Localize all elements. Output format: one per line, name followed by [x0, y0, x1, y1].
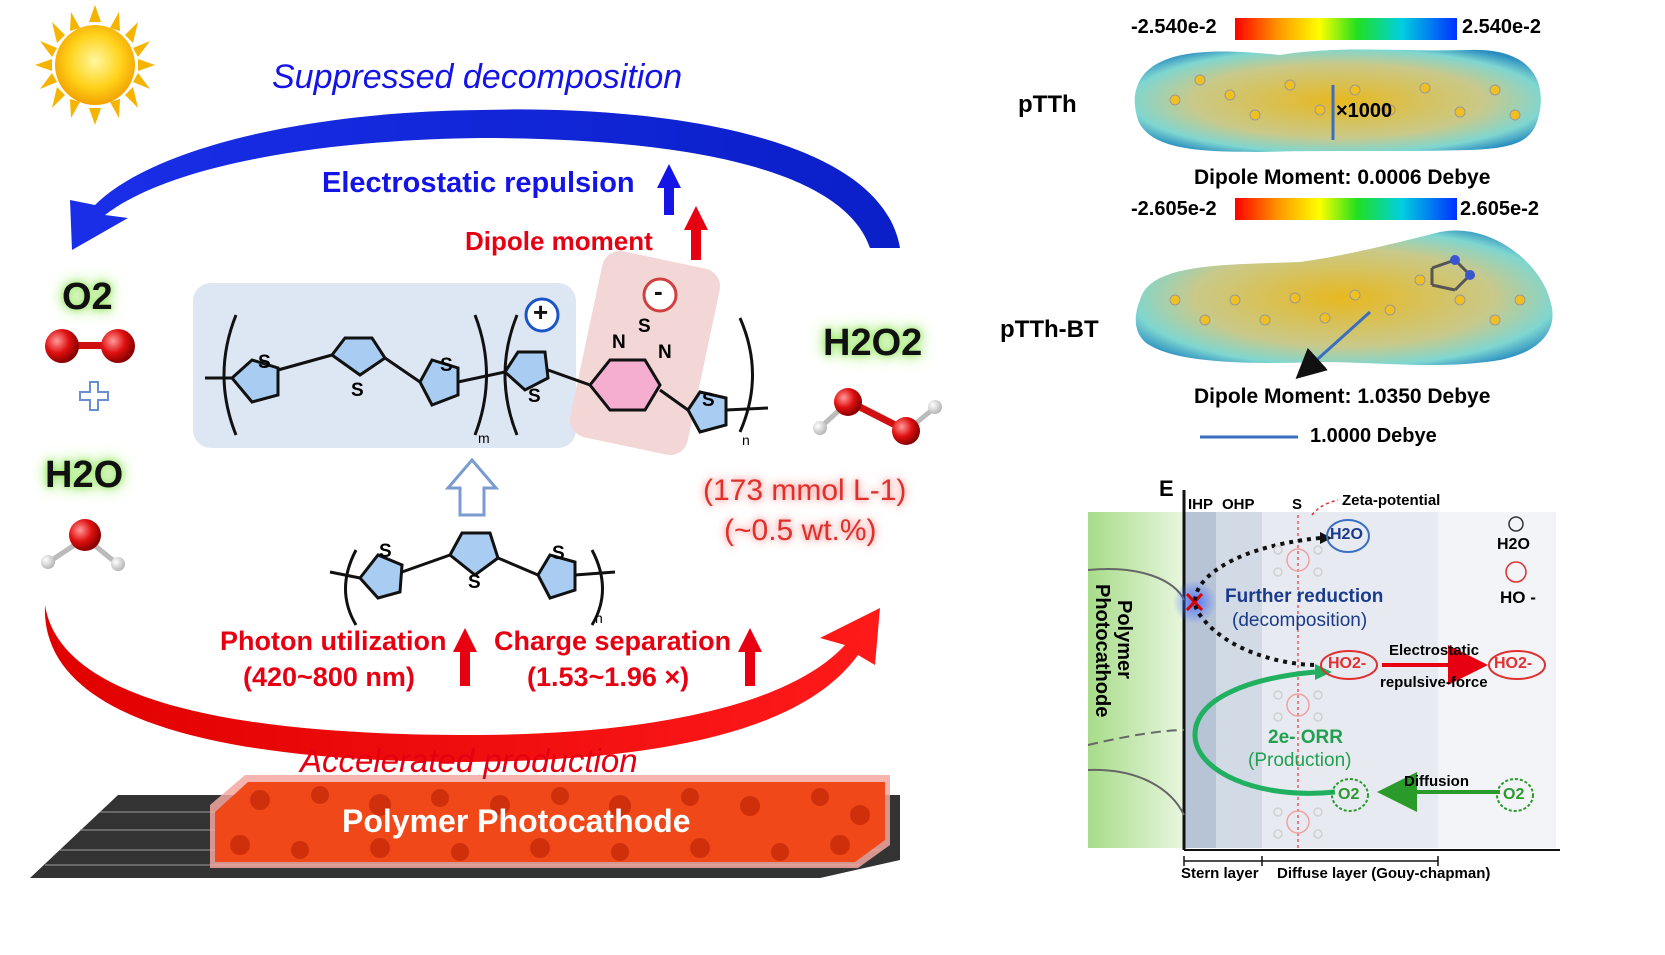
stern-layer-label: Stern layer [1181, 865, 1259, 882]
electrostatic-repulsion-label: Electrostatic repulsion [322, 167, 635, 199]
ihp-label: IHP [1188, 496, 1214, 513]
ptth-scale-max: 2.540e-2 [1462, 16, 1541, 38]
red-up-arrow-charge [738, 628, 762, 686]
subscript-n-top: n [742, 432, 750, 448]
edl-h2o-product: H2O [1330, 526, 1363, 543]
atom-s-bt: S [638, 316, 651, 337]
zeta-potential-label: Zeta-potential [1342, 492, 1441, 509]
ptthbt-scale-max: 2.605e-2 [1460, 198, 1539, 220]
o2-molecule-icon [45, 329, 135, 363]
plus-icon [79, 381, 109, 411]
red-up-arrow-photon [453, 628, 477, 686]
blue-arc-arrow [70, 109, 900, 250]
h2o-label: H2O [45, 454, 124, 496]
photon-utilization-label: Photon utilization [220, 626, 447, 656]
atom-s-8: S [552, 543, 565, 564]
ptthbt-esp-map [1135, 230, 1553, 380]
hollow-up-arrow [444, 457, 500, 517]
h2o2-label: H2O2 [823, 322, 923, 364]
suppressed-decomposition-label: Suppressed decomposition [272, 58, 683, 96]
atom-s-7: S [468, 572, 481, 593]
polymer-photocathode-device-label: Polymer Photocathode [342, 803, 691, 839]
atom-s-1: S [258, 352, 271, 373]
charge-separation-label: Charge separation [494, 626, 732, 656]
legend-ho: HO - [1500, 588, 1536, 607]
further-reduction-label: Further reduction [1225, 586, 1384, 607]
minus-charge-icon [642, 277, 678, 313]
diffusion-label: Diffusion [1404, 773, 1469, 790]
reference-dipole-label: 1.0000 Debye [1310, 425, 1437, 447]
orr-label: 2e- ORR [1268, 727, 1343, 748]
s-plane-label: S [1292, 496, 1303, 513]
edl-o2-right: O2 [1503, 786, 1525, 803]
legend-h2o: H2O [1497, 536, 1530, 553]
ptth-scale-min: -2.540e-2 [1131, 16, 1217, 38]
diffuse-layer-label: Diffuse layer (Gouy-chapman) [1277, 865, 1491, 882]
ptth-color-scale-bar [1235, 18, 1457, 40]
dipole-moment-label: Dipole moment [465, 226, 653, 256]
sun-icon [35, 5, 155, 125]
ptth-polymer-structure [329, 531, 616, 626]
plus-charge-icon [524, 297, 560, 333]
ptth-esp-map [1134, 49, 1541, 152]
atom-s-5: S [702, 390, 715, 411]
red-arc-arrow [44, 605, 881, 762]
edl-axis-e: E [1159, 476, 1174, 501]
h2o2-molecule-icon [813, 388, 942, 445]
minus-charge-label: - [654, 276, 663, 306]
ptthbt-label: pTTh-BT [1000, 316, 1099, 343]
red-up-arrow-dipole [684, 206, 708, 260]
edl-ho2-right: HO2- [1494, 655, 1533, 672]
accelerated-production-label: Accelerated production [300, 742, 638, 779]
repulsive-force-label: repulsive-force [1380, 674, 1488, 691]
charge-range-label: (1.53~1.96 ×) [527, 662, 690, 692]
photon-range-label: (420~800 nm) [243, 662, 415, 692]
plus-charge-label: + [533, 297, 549, 327]
atom-s-4: S [528, 386, 541, 407]
o2-label: O2 [62, 276, 113, 318]
decomposition-label: (decomposition) [1232, 610, 1368, 631]
subscript-m: m [478, 430, 490, 446]
atom-s-2: S [351, 380, 364, 401]
atom-s-3: S [440, 355, 453, 376]
ptthbt-dipole-label: Dipole Moment: 1.0350 Debye [1194, 385, 1491, 408]
edl-diagram [1087, 490, 1560, 866]
atom-n-2: N [658, 342, 672, 363]
ptth-label: pTTh [1018, 91, 1077, 118]
edl-ho2-left: HO2- [1328, 655, 1367, 672]
concentration-label: (173 mmol L-1) [703, 474, 907, 507]
photocathode-device [30, 775, 900, 878]
ptthbt-color-scale-bar [1235, 198, 1457, 220]
cathode-label-line2: Photocathode [1091, 584, 1113, 718]
ohp-label: OHP [1222, 496, 1255, 513]
h2o-molecule-icon [41, 519, 125, 571]
ptth-scale-factor: ×1000 [1336, 100, 1393, 122]
ptthbt-scale-min: -2.605e-2 [1131, 198, 1217, 220]
wt-percent-label: (~0.5 wt.%) [724, 514, 877, 547]
production-label: (Production) [1248, 750, 1352, 771]
edl-o2-left: O2 [1338, 786, 1360, 803]
ptth-highlight-box [193, 283, 576, 448]
ptth-dipole-label: Dipole Moment: 0.0006 Debye [1194, 166, 1491, 189]
ptth-bt-polymer-structure [205, 314, 769, 436]
cathode-label-line1: Polymer [1113, 600, 1135, 679]
atom-s-6: S [379, 541, 392, 562]
subscript-n-bottom: n [595, 610, 603, 626]
atom-n-1: N [612, 332, 626, 353]
electrostatic-label: Electrostatic [1389, 642, 1480, 659]
blue-up-arrow [657, 164, 681, 215]
